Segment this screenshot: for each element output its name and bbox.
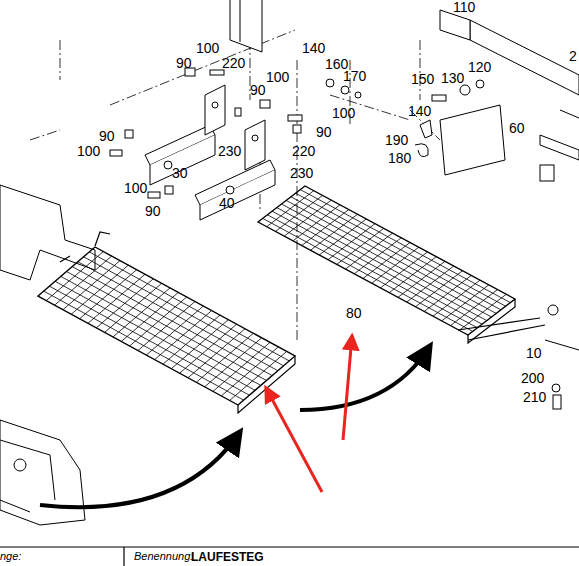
callout-number: 30 [172,166,188,180]
frame [0,0,579,280]
callout-number: 90 [176,56,192,70]
callout-number: 60 [509,121,525,135]
callout-number: 110 [453,0,475,14]
callout-number: 150 [411,72,434,86]
callout-number: 90 [316,125,332,139]
machine [0,420,85,525]
callout-number: 100 [266,70,289,84]
callout-number: 100 [196,41,219,55]
walkway-grating [38,186,545,413]
callout-number: 10 [526,346,542,360]
callout-number: 40 [219,196,235,210]
title-block-text: LAUFESTEG [191,551,264,563]
callout-number: 100 [124,181,147,195]
callout-number: 140 [408,104,431,118]
callout-number: 140 [302,41,325,55]
callout-number: 90 [99,129,115,143]
callout-number: 130 [441,71,464,85]
callout-number: 180 [388,151,411,165]
callout-number: 100 [332,106,355,120]
callout-number: 230 [290,166,313,180]
callout-number: 170 [343,69,366,83]
title-block-text: Benennung: [134,551,193,562]
callout-number: 190 [385,133,408,147]
callout-number: 230 [218,144,241,158]
highlight-arrow [266,336,352,492]
callout-number: 210 [523,390,546,404]
callout-number: 90 [145,204,161,218]
callout-number: 220 [292,144,315,158]
title-block [0,547,579,566]
callout-number: 80 [346,306,362,320]
callout-number: 220 [222,56,245,70]
callout-number: 120 [468,60,491,74]
callout-number: 90 [250,83,266,97]
callout-number: 100 [77,144,100,158]
flow-arrow [40,346,430,507]
callout-number: 200 [521,371,544,385]
title-block-text: nge: [0,551,21,562]
callout-number: 2 [569,49,577,63]
